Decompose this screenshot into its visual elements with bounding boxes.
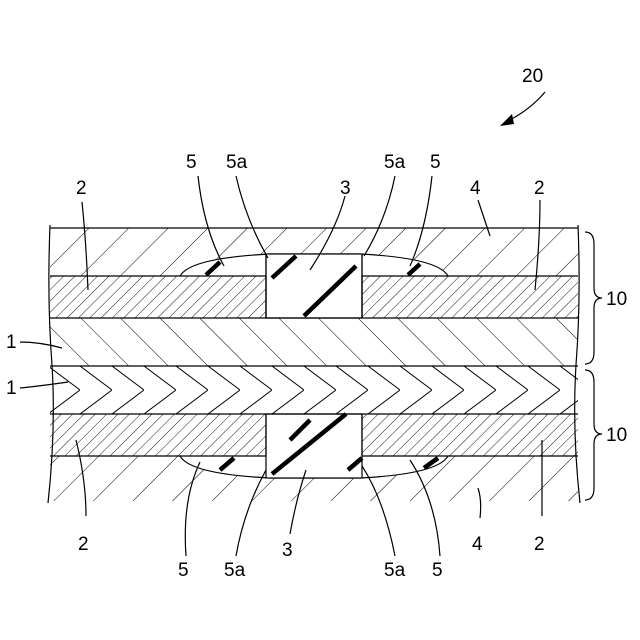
label-2-top-left: 2 bbox=[76, 178, 87, 199]
label-5-bottom-right: 5 bbox=[432, 560, 443, 581]
label-3-bottom: 3 bbox=[282, 540, 293, 561]
label-5-bottom-left: 5 bbox=[178, 560, 189, 581]
label-5a-bottom-left: 5a bbox=[224, 560, 246, 581]
label-10-upper: 10 bbox=[606, 289, 627, 310]
label-3-top: 3 bbox=[340, 178, 351, 199]
label-2-top-right: 2 bbox=[534, 178, 545, 199]
label-2-bottom-right: 2 bbox=[534, 534, 545, 555]
label-5-top-left: 5 bbox=[186, 152, 197, 173]
label-4-bottom: 4 bbox=[472, 534, 483, 555]
label-1-upper: 1 bbox=[6, 332, 17, 353]
label-5a-top-right: 5a bbox=[384, 152, 406, 173]
label-1-lower: 1 bbox=[6, 378, 17, 399]
label-4-top: 4 bbox=[470, 178, 481, 199]
label-5a-top-left: 5a bbox=[226, 152, 248, 173]
label-20: 20 bbox=[522, 66, 543, 87]
label-10-lower: 10 bbox=[606, 425, 627, 446]
label-2-bottom-left: 2 bbox=[78, 534, 89, 555]
label-5-top-right: 5 bbox=[430, 152, 441, 173]
label-5a-bottom-right: 5a bbox=[384, 560, 406, 581]
